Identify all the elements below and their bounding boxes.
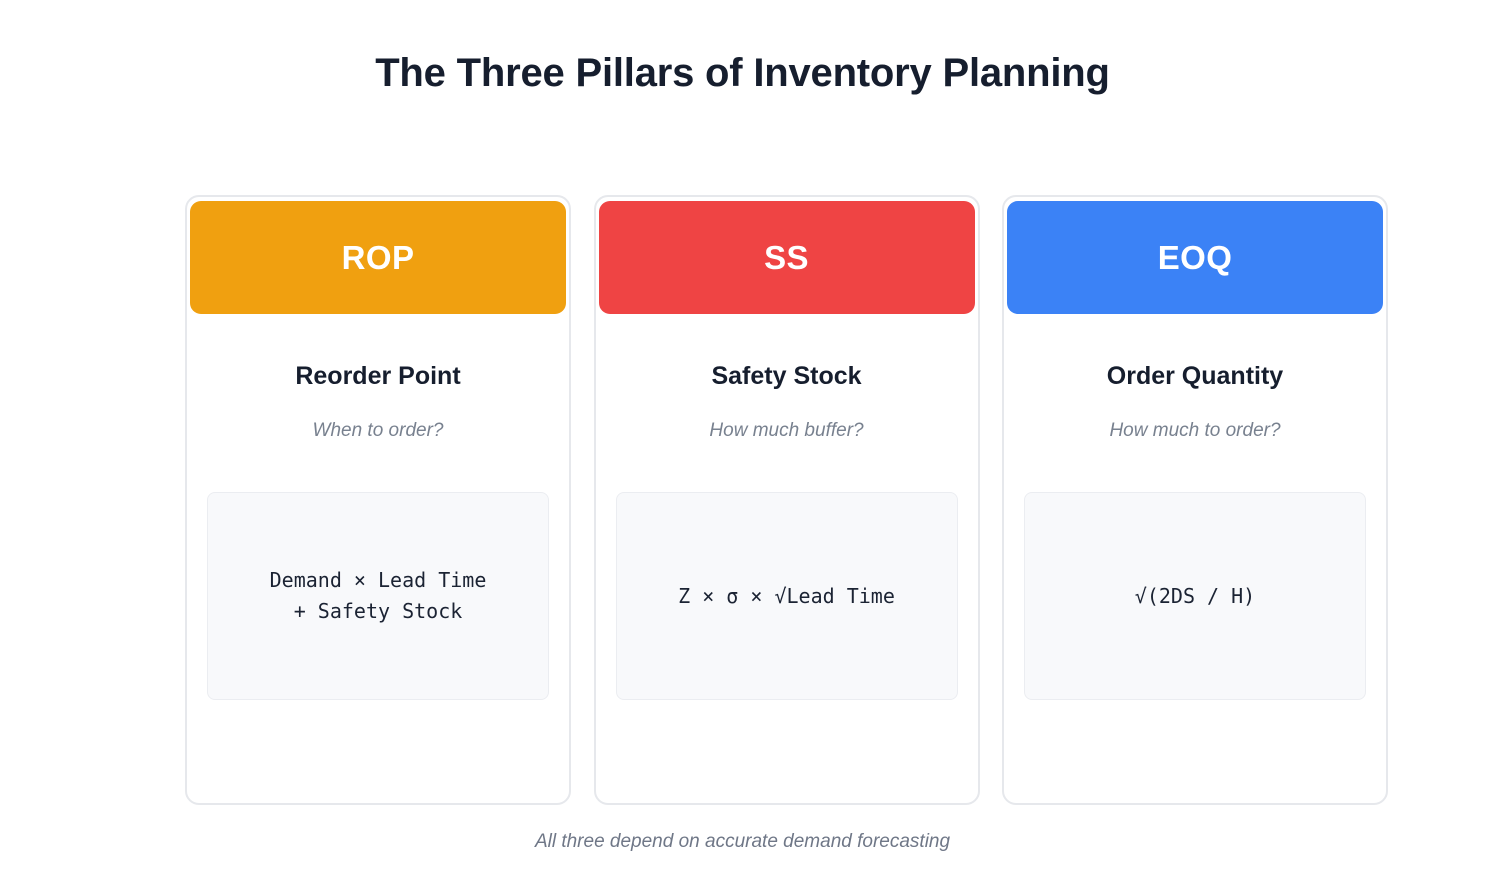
pillar-card-eoq[interactable]: EOQ Order Quantity How much to order? √(… bbox=[1002, 195, 1388, 805]
pillar-title-eoq: Order Quantity bbox=[1106, 362, 1284, 390]
pillar-question-eoq: How much to order? bbox=[1109, 420, 1281, 441]
pillar-formula-box-eoq: √(2DS / H) bbox=[1024, 492, 1366, 700]
pillar-formula-rop: Demand × Lead Time + Safety Stock bbox=[269, 568, 487, 623]
pillar-card-rop[interactable]: ROP Reorder Point When to order? Demand … bbox=[185, 195, 571, 805]
pillar-cards-row: ROP Reorder Point When to order? Demand … bbox=[185, 195, 1388, 805]
pillar-formula-ss: Z × σ × √Lead Time bbox=[678, 583, 895, 608]
pillar-abbr-ss: SS bbox=[764, 238, 809, 276]
pillar-formula-box-rop: Demand × Lead Time + Safety Stock bbox=[207, 492, 549, 700]
pillar-header-badge-ss: SS bbox=[598, 201, 975, 314]
pillar-abbr-rop: ROP bbox=[341, 238, 415, 276]
page-title: The Three Pillars of Inventory Planning bbox=[375, 51, 1110, 95]
pillar-header-badge-rop: ROP bbox=[190, 201, 566, 314]
pillar-question-ss: How much buffer? bbox=[709, 420, 864, 441]
pillar-card-ss[interactable]: SS Safety Stock How much buffer? Z × σ ×… bbox=[593, 195, 980, 805]
pillar-title-rop: Reorder Point bbox=[295, 362, 461, 390]
pillar-formula-eoq: √(2DS / H) bbox=[1134, 583, 1256, 608]
pillar-header-badge-eoq: EOQ bbox=[1007, 201, 1383, 314]
pillar-title-ss: Safety Stock bbox=[711, 362, 862, 390]
pillar-formula-box-ss: Z × σ × √Lead Time bbox=[615, 492, 958, 700]
footer-note: All three depend on accurate demand fore… bbox=[534, 831, 951, 852]
pillar-abbr-eoq: EOQ bbox=[1157, 238, 1233, 276]
pillar-question-rop: When to order? bbox=[312, 420, 444, 441]
